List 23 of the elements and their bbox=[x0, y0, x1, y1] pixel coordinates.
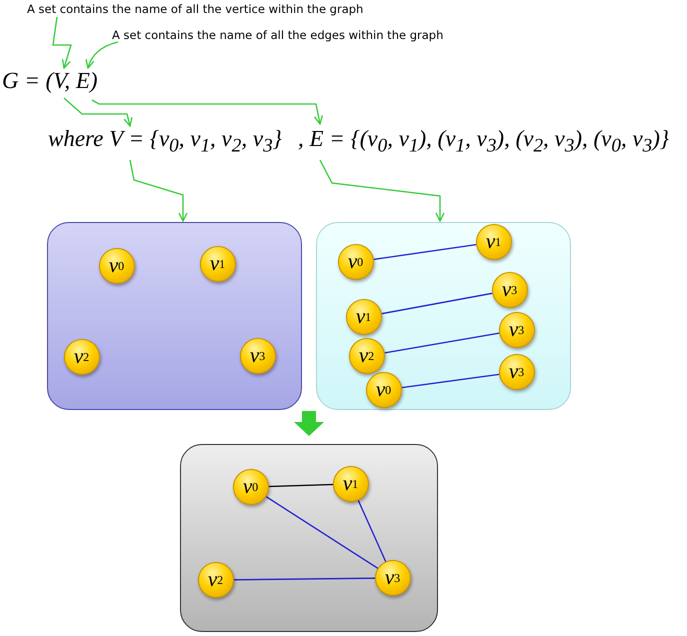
arrow bbox=[92, 99, 323, 125]
edge-line bbox=[234, 578, 375, 580]
edge-line bbox=[268, 484, 334, 488]
arrow bbox=[52, 16, 72, 69]
graph-panel bbox=[180, 444, 438, 632]
vertex-set-panel bbox=[47, 222, 302, 410]
vertex-set-formula: where V = {v$_{0}$, v$_{1}$, v$_{2}$, v$_{3}$} bbox=[48, 126, 282, 158]
arrow bbox=[129, 160, 188, 222]
edge-set-formula: , E = {(v$_{0}$, v$_{1}$), (v$_{1}$, v$_{3}$), (v$_{2}$, v$_{3}$), (v$_{0}$, v$_{3}$)} bbox=[298, 126, 670, 158]
graph-formula: G = (V, E) bbox=[2, 68, 98, 94]
annotation-text: A set contains the name of all the edges within the graph bbox=[112, 28, 444, 42]
edge-line bbox=[384, 332, 500, 354]
merge-arrow bbox=[294, 411, 324, 436]
arrow bbox=[86, 41, 118, 69]
edge-line bbox=[266, 496, 378, 569]
edge-line bbox=[374, 244, 476, 260]
annotation-text: A set contains the name of all the vertice within the graph bbox=[27, 2, 364, 16]
edge-line bbox=[382, 292, 492, 314]
edge-line bbox=[402, 374, 500, 388]
edge-set-panel bbox=[316, 222, 571, 410]
arrow bbox=[64, 98, 133, 127]
edge-line bbox=[358, 500, 386, 562]
arrow bbox=[319, 160, 445, 222]
